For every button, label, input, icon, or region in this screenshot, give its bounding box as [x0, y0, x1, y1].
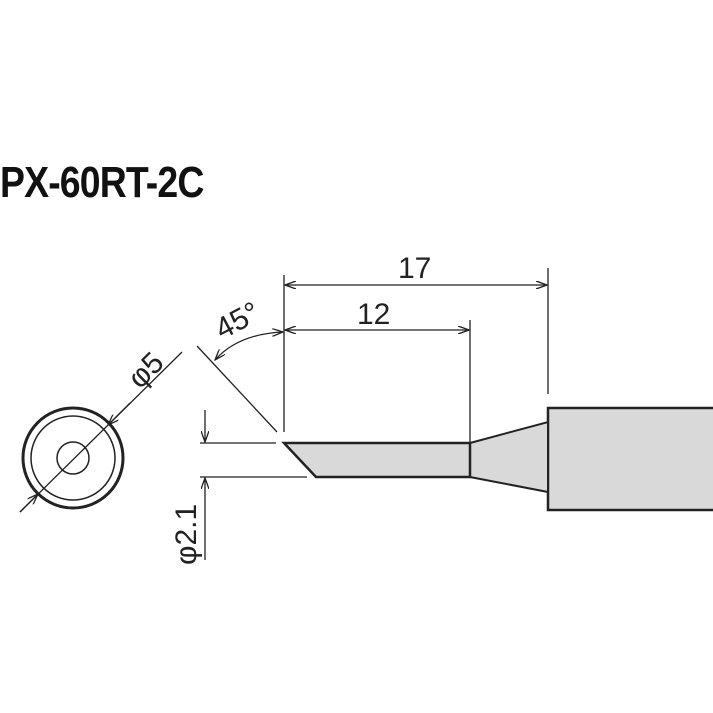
- label-17: 17: [398, 252, 431, 285]
- diameter-arrow: [108, 402, 131, 425]
- label-diameter-5: φ5: [122, 346, 171, 395]
- label-diameter-2-1: φ2.1: [170, 504, 203, 565]
- beveled-tip: [281, 441, 472, 479]
- shank: [546, 406, 713, 512]
- tip-profile: [281, 406, 713, 512]
- dimension-lines: [196, 268, 549, 560]
- end-view: [19, 351, 183, 513]
- end-view-middle-circle: [30, 415, 116, 501]
- part-number-title: PX-60RT-2C: [0, 158, 204, 207]
- end-view-inner-circle: [56, 441, 90, 475]
- end-view-outer-circle: [21, 406, 125, 510]
- label-45-degrees: 45°: [210, 296, 266, 346]
- angle-45-arc: [215, 332, 283, 360]
- diameter-5-dimension-line: [19, 351, 183, 513]
- diameter-arrow: [19, 494, 38, 513]
- label-12: 12: [357, 298, 390, 331]
- taper-cone: [469, 420, 549, 494]
- angle-reference-line: [196, 345, 278, 433]
